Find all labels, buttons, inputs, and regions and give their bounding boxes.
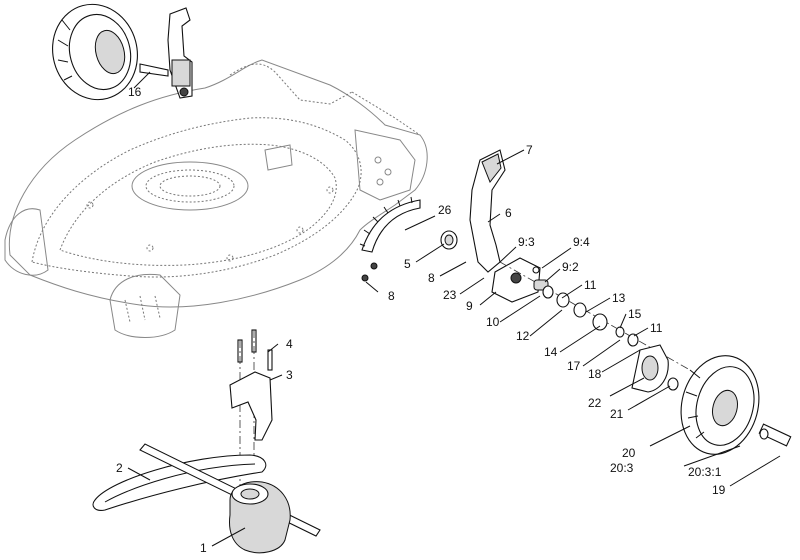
callout-20: 20 [622,446,636,460]
notched-quadrant-plate [359,196,421,282]
rear-wheel-assembly-left [52,3,138,101]
callout-8-b: 8 [388,289,395,303]
callout-1: 1 [200,541,207,555]
callout-6: 6 [505,206,512,220]
callout-17: 17 [567,359,581,373]
callout-20-3-1: 20:3:1 [688,465,722,479]
drive-mount-bracket [229,371,273,441]
mower-deck-housing [4,59,428,338]
callout-13: 13 [612,291,626,305]
pivot-bracket [491,257,541,303]
callout-9-3: 9:3 [518,235,535,249]
spacer-bushing [440,230,458,250]
leader-lines [127,71,781,547]
callout-10: 10 [486,315,500,329]
callout-9-2: 9:2 [562,260,579,274]
callout-8-a: 8 [428,271,435,285]
callout-20-3: 20:3 [610,461,634,475]
callout-11-b: 11 [650,321,663,335]
callout-23: 23 [443,288,457,302]
callout-2: 2 [116,461,123,475]
callout-5: 5 [404,257,411,271]
callout-12: 12 [516,329,530,343]
callout-18: 18 [588,367,602,381]
front-wheel-assembly [680,355,792,455]
callout-16: 16 [128,85,142,99]
callout-14: 14 [544,345,558,359]
callout-9-4: 9:4 [573,235,590,249]
drive-belt [92,454,267,511]
callout-21: 21 [610,407,624,421]
callout-9: 9 [466,299,473,313]
callout-19: 19 [712,483,726,497]
callout-4: 4 [286,337,293,351]
callout-22: 22 [588,396,602,410]
height-adjust-lever [469,149,506,273]
callout-7: 7 [526,143,533,157]
callout-3: 3 [286,368,293,382]
callout-11-a: 11 [584,278,597,292]
callout-labels: 16 7 26 6 5 9:3 9:4 8 9:2 8 23 11 9 13 1… [116,85,726,555]
transmission-gearbox [229,481,291,554]
callout-26: 26 [438,203,452,217]
callout-15: 15 [628,307,642,321]
height-adjuster-lever-left [139,7,193,99]
axle-parts-stack [499,261,691,393]
